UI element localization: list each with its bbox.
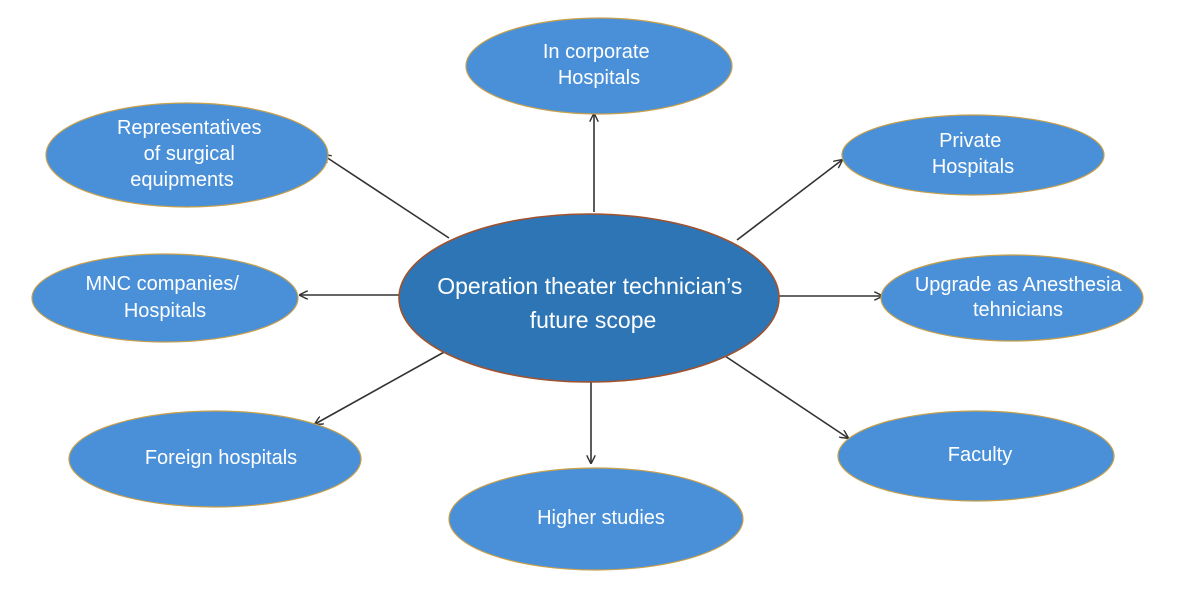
node-label-line: Higher studies (537, 507, 665, 529)
node-label-line: Faculty (948, 444, 1012, 466)
node-ellipse (31, 253, 299, 343)
node-ellipse (68, 410, 362, 508)
node-label: Foreign hospitals (145, 447, 297, 469)
center-label-line: future scope (530, 307, 657, 333)
node-in-corporate-hospitals: In corporate Hospitals (465, 17, 733, 115)
arrow-to-surgical-representatives (323, 155, 450, 239)
center-node: Operation theater technician’s future sc… (398, 213, 780, 383)
node-ellipse (841, 114, 1105, 196)
arrow-to-faculty (721, 353, 848, 438)
node-anesthesia-technicians: Upgrade as Anesthesia tehnicians (880, 254, 1144, 342)
node-label-line: Foreign hospitals (145, 447, 297, 469)
node-foreign-hospitals: Foreign hospitals (68, 410, 362, 508)
node-label: Private Hospitals (932, 130, 1014, 178)
node-label-line: tehnicians (973, 299, 1063, 321)
node-label: Representatives of surgical equipments (117, 117, 267, 191)
node-label-line: Private (939, 130, 1001, 152)
node-higher-studies: Higher studies (448, 467, 744, 571)
node-label: Upgrade as Anesthesia tehnicians (915, 274, 1127, 321)
node-label-line: Hospitals (124, 300, 206, 322)
node-label-line: equipments (130, 169, 233, 191)
node-ellipse (448, 467, 744, 571)
node-ellipse (880, 254, 1144, 342)
node-mnc-companies: MNC companies/ Hospitals (31, 253, 299, 343)
arrow-to-private-hospitals (736, 160, 842, 241)
center-label-line: Operation theater technician’s (437, 273, 742, 299)
center-ellipse (398, 213, 780, 383)
node-ellipse (837, 410, 1115, 502)
node-label: MNC companies/ Hospitals (86, 273, 245, 322)
node-label: Higher studies (537, 507, 665, 529)
node-label-line: of surgical (144, 143, 235, 165)
node-label-line: Hospitals (932, 156, 1014, 178)
node-faculty: Faculty (837, 410, 1115, 502)
node-private-hospitals: Private Hospitals (841, 114, 1105, 196)
node-label-line: MNC companies/ (86, 273, 240, 295)
node-ellipse (45, 102, 329, 208)
node-label-line: In corporate (543, 41, 650, 63)
node-label-line: Hospitals (558, 67, 640, 89)
node-ellipse (465, 17, 733, 115)
center-label: Operation theater technician’s future sc… (437, 273, 749, 333)
node-label-line: Upgrade as Anesthesia (915, 274, 1123, 296)
node-label: In corporate Hospitals (543, 41, 655, 89)
arrow-to-foreign-hospitals (315, 350, 447, 424)
node-label: Faculty (948, 444, 1012, 466)
connectors (300, 114, 882, 463)
node-label-line: Representatives (117, 117, 262, 139)
node-surgical-representatives: Representatives of surgical equipments (45, 102, 329, 208)
